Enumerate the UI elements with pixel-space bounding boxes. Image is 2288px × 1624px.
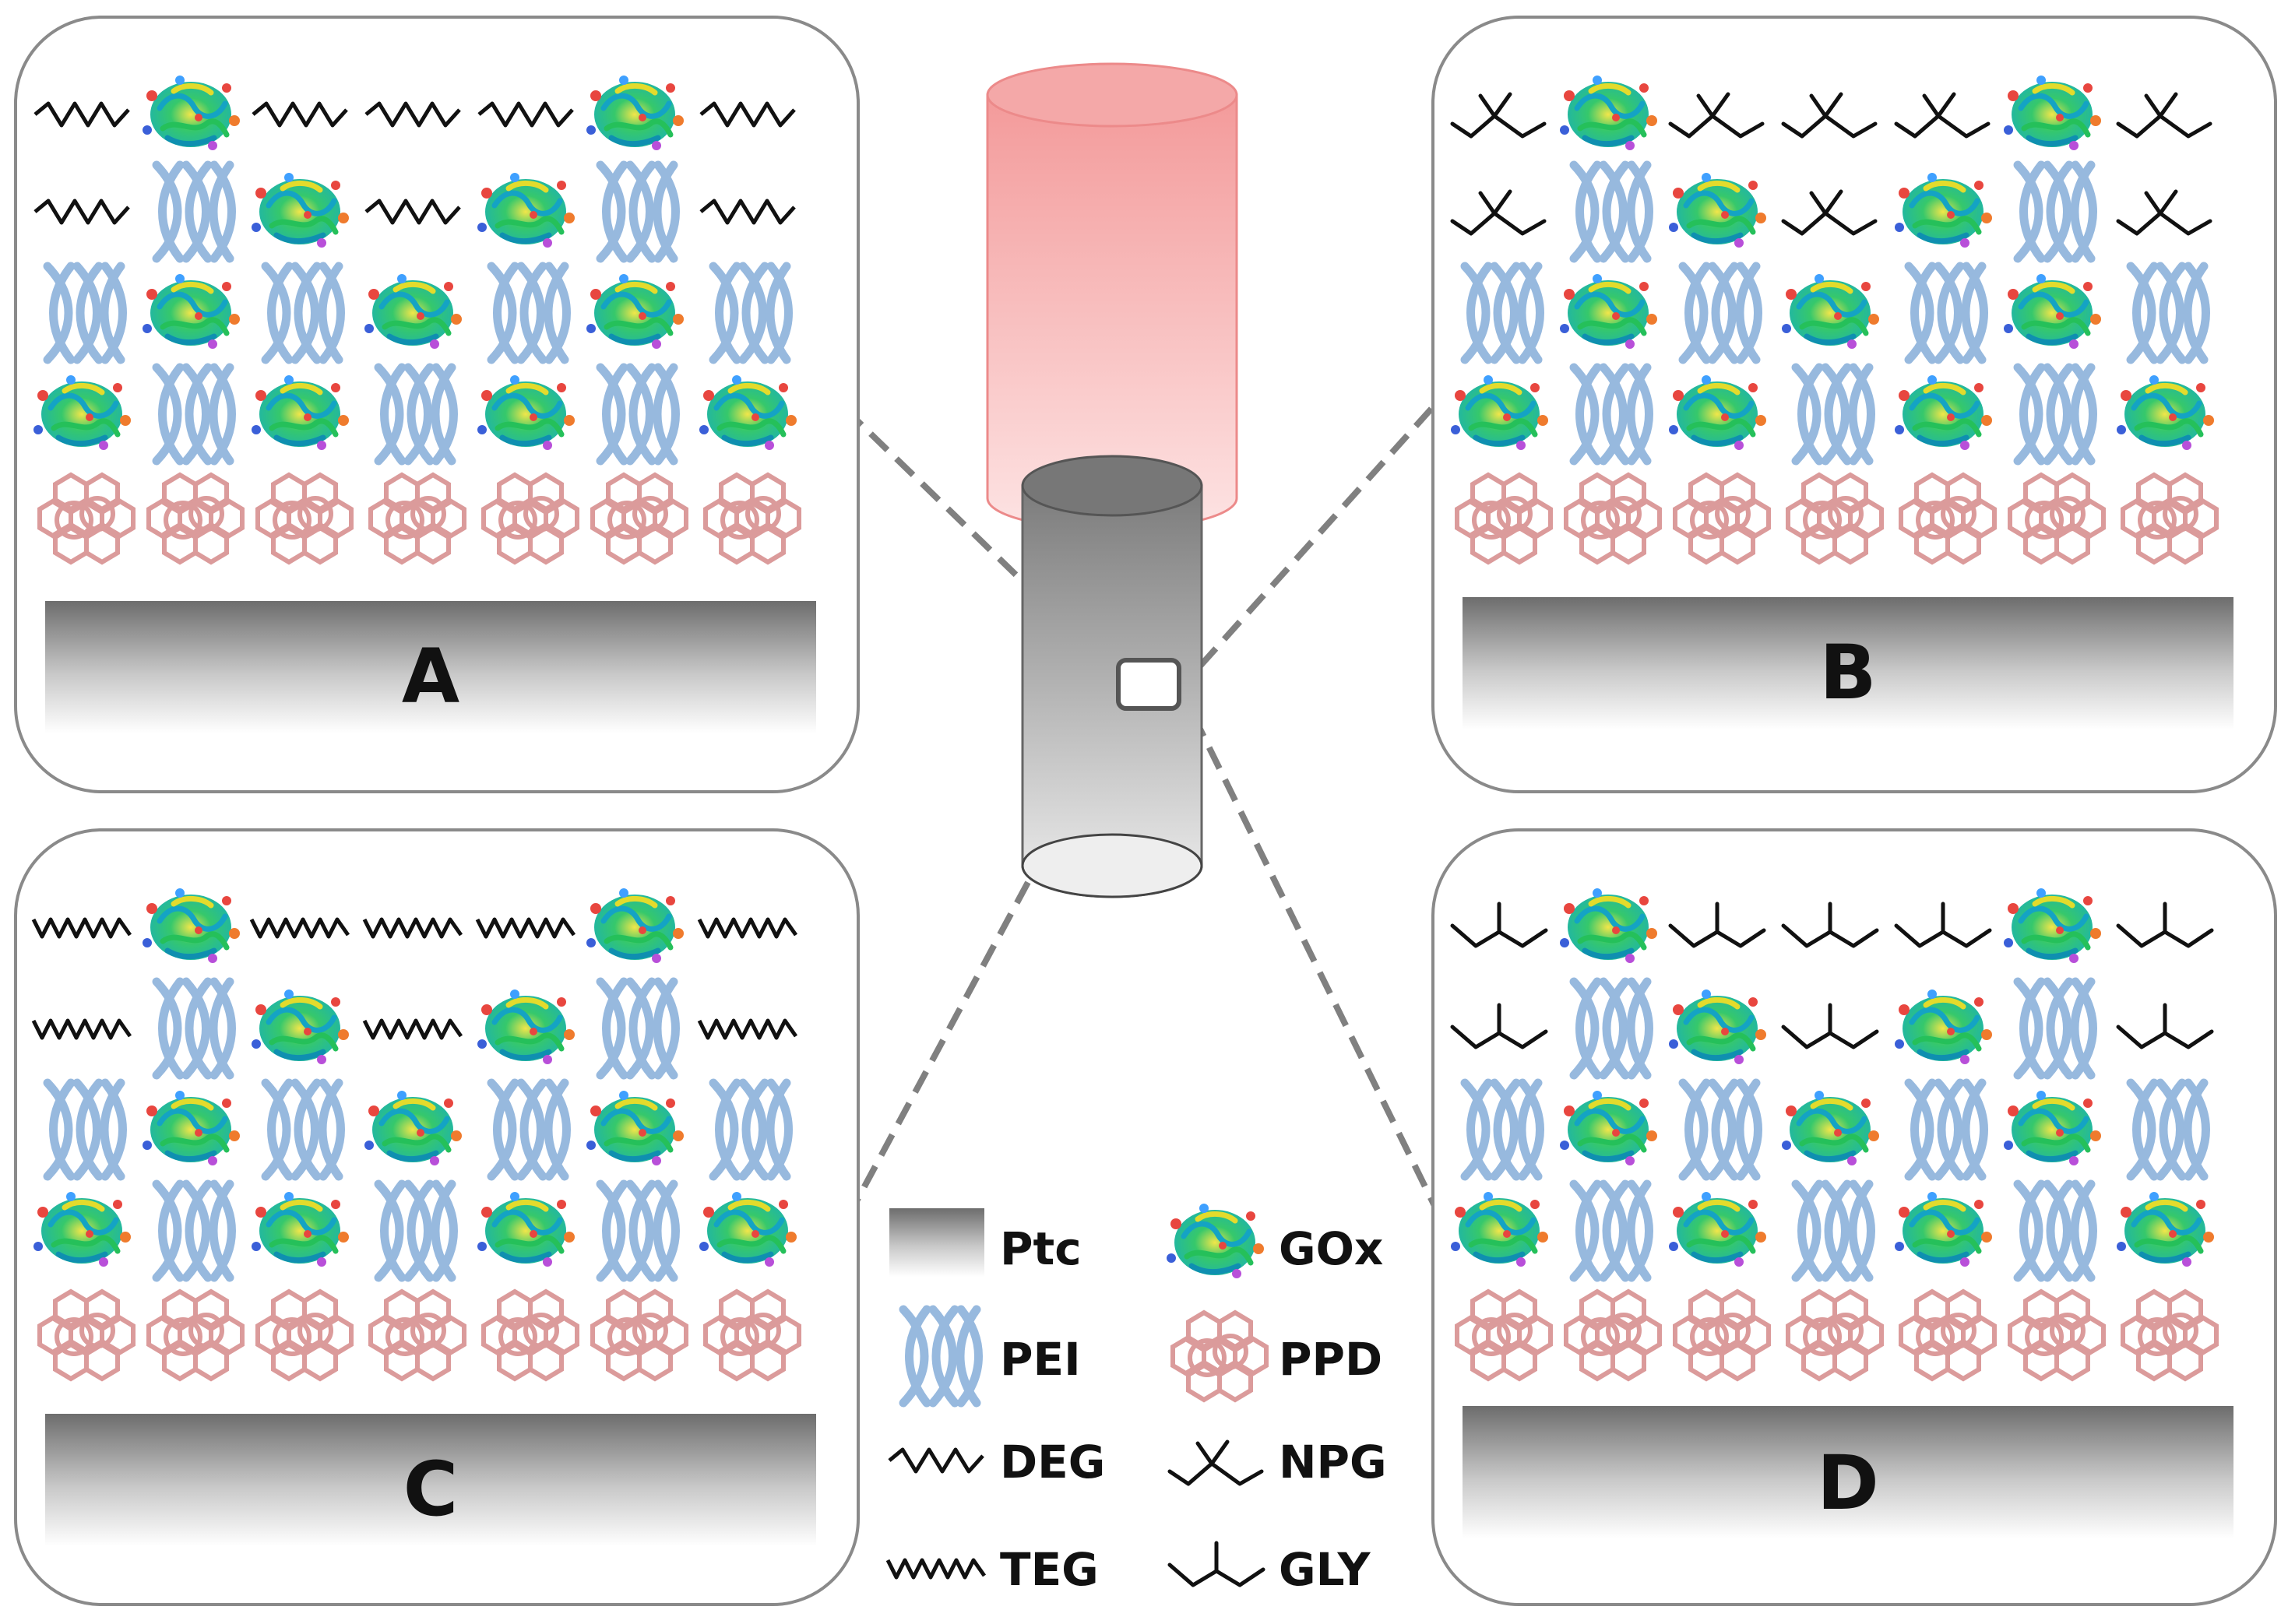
- legend-pei-label: PEI: [1000, 1333, 1081, 1386]
- legend-gly-label: GLY: [1279, 1543, 1371, 1596]
- magnified-region: [1116, 658, 1181, 711]
- legend-npg-label: NPG: [1279, 1436, 1387, 1489]
- legend-gox-label: GOx: [1279, 1222, 1383, 1275]
- ptc-substrate: [1463, 1406, 2233, 1538]
- ptc-substrate: [1463, 597, 2233, 729]
- panel-label-c: C: [403, 1446, 458, 1533]
- legend-deg-label: DEG: [1000, 1436, 1105, 1489]
- panel-d: D: [1431, 828, 2277, 1606]
- legend-teg-symbol: [888, 1560, 984, 1577]
- electrode: [986, 62, 1238, 898]
- panel-b: B: [1431, 16, 2277, 793]
- legend-npg-symbol: [1170, 1442, 1262, 1484]
- ptc-substrate: [45, 601, 816, 733]
- ptc-substrate: [45, 1414, 816, 1546]
- panel-label-b: B: [1819, 629, 1876, 716]
- panel-a: A: [14, 16, 860, 793]
- legend-ppd-symbol: [1173, 1313, 1266, 1400]
- legend-teg-label: TEG: [1000, 1543, 1099, 1596]
- legend-gly-symbol: [1170, 1543, 1263, 1585]
- legend-pei-symbol: [903, 1309, 979, 1403]
- panel-label-a: A: [402, 633, 459, 720]
- legend: Ptc PEI DEG TEG GOx PPD NPG GLY: [888, 1204, 1387, 1596]
- legend-ppd-label: PPD: [1279, 1333, 1382, 1386]
- legend-gox-symbol: [1167, 1204, 1264, 1278]
- legend-ptc-label: Ptc: [1000, 1222, 1082, 1275]
- legend-deg-symbol: [889, 1450, 983, 1471]
- panel-label-d: D: [1817, 1439, 1879, 1527]
- panel-c: C: [14, 828, 860, 1606]
- legend-ptc-swatch: [889, 1208, 984, 1277]
